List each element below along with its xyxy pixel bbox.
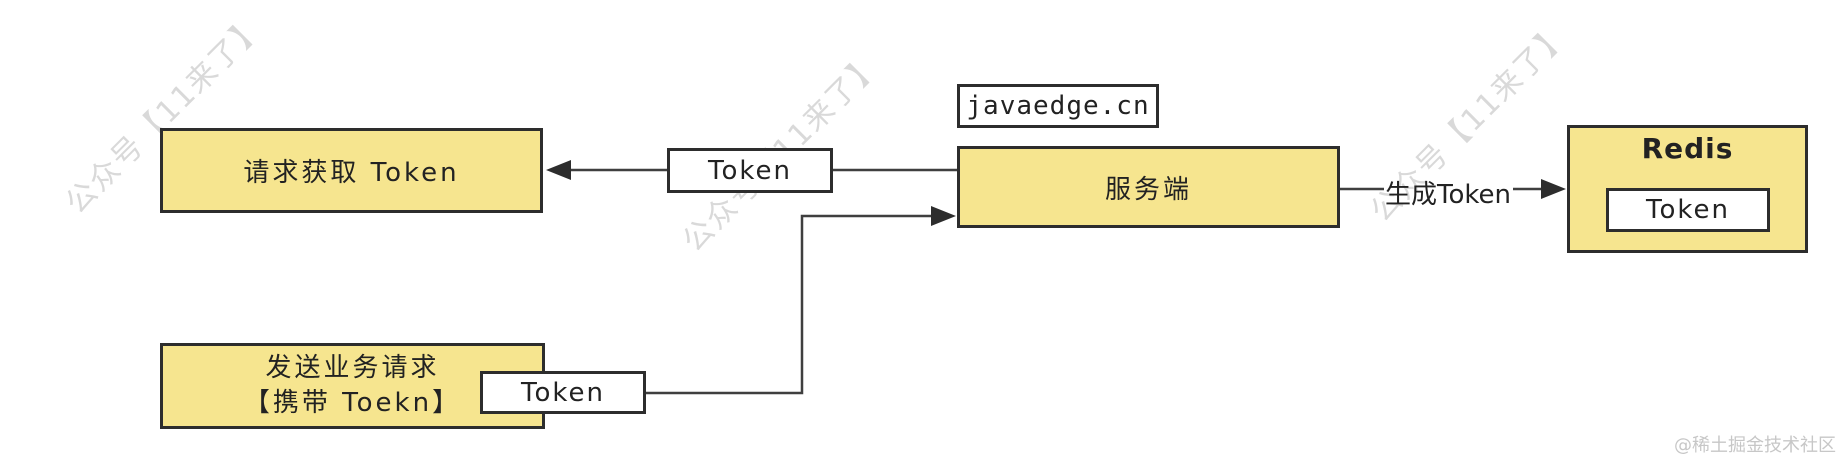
- arrow-biztoken-to-server-path: [646, 214, 932, 395]
- token-bottom-label: Token: [521, 377, 605, 408]
- generate-token-edge-label: 生成Token: [1385, 180, 1511, 210]
- business-request-node: 发送业务请求 【携带 Toekn】: [160, 343, 545, 429]
- arrow-generate-to-redis-head: [1541, 179, 1566, 199]
- community-watermark: @稀土掘金技术社区: [1674, 435, 1836, 456]
- request-token-node: 请求获取 Token: [160, 128, 543, 213]
- token-mid-label: Token: [708, 155, 792, 186]
- domain-label: javaedge.cn: [966, 91, 1150, 121]
- token-mid-node: Token: [667, 148, 833, 193]
- token-bottom-node: Token: [480, 371, 646, 414]
- server-node: 服务端: [957, 146, 1340, 228]
- request-token-label: 请求获取 Token: [243, 158, 460, 188]
- redis-token-node: Token: [1606, 188, 1770, 232]
- business-request-line1: 发送业务请求: [265, 353, 440, 383]
- redis-token-label: Token: [1646, 195, 1730, 225]
- arrow-biztoken-to-server-head: [931, 206, 956, 226]
- business-request-line2: 【携带 Toekn】: [243, 388, 462, 418]
- redis-title: Redis: [1641, 132, 1734, 165]
- domain-label-node: javaedge.cn: [957, 84, 1159, 128]
- arrow-token-to-request-head: [546, 160, 571, 180]
- server-label: 服务端: [1104, 174, 1192, 205]
